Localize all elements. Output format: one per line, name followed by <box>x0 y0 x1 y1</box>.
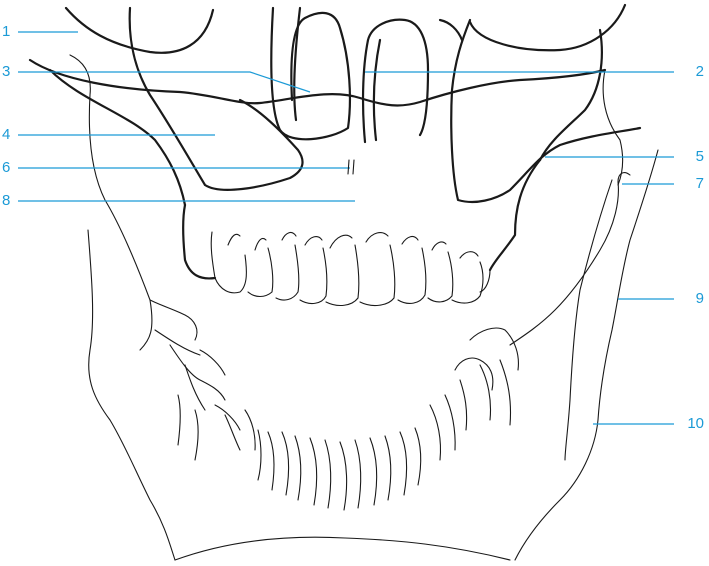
label-1: 1 <box>2 24 10 40</box>
label-6: 6 <box>2 160 10 176</box>
leader-lines <box>18 32 674 424</box>
label-2: 2 <box>676 64 704 80</box>
label-9: 9 <box>676 291 704 307</box>
upper-teeth <box>211 232 490 305</box>
label-5: 5 <box>676 149 704 165</box>
upper-skull-outline <box>30 5 640 278</box>
label-7: 7 <box>676 176 704 192</box>
label-3: 3 <box>2 64 10 80</box>
label-4: 4 <box>2 127 10 143</box>
label-10: 10 <box>676 416 704 432</box>
septum-mark-b <box>353 160 354 174</box>
septum-mark-a <box>348 160 349 174</box>
label-8: 8 <box>2 193 10 209</box>
